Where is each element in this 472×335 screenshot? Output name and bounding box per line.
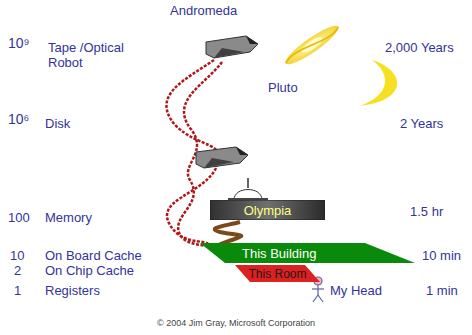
scale-number: 2 xyxy=(14,263,21,278)
space-shuttle xyxy=(206,36,258,58)
building-bar: Olympia xyxy=(210,200,325,220)
time-label: 2 Years xyxy=(400,116,443,131)
place-label: Andromeda xyxy=(170,3,237,18)
scale-number: 10 xyxy=(10,248,24,263)
space-shuttle xyxy=(196,147,248,168)
scale-number: 1 xyxy=(14,283,21,298)
scale-number: 10⁶ xyxy=(8,112,29,127)
storage-level: Disk xyxy=(45,116,70,131)
time-label: 10 min xyxy=(422,248,461,263)
time-label: 2,000 Years xyxy=(385,40,454,55)
place-label: Pluto xyxy=(268,80,298,95)
time-label: 1.5 hr xyxy=(410,204,443,219)
galaxy xyxy=(282,21,342,69)
scale-number: 100 xyxy=(8,210,30,225)
storage-level: On Chip Cache xyxy=(45,263,134,278)
node-text: This Building xyxy=(242,246,316,261)
room-plane: This Room xyxy=(235,265,320,282)
storage-level: Memory xyxy=(45,210,92,225)
storage-level: Tape /Optical Robot xyxy=(48,40,138,70)
building-dome xyxy=(228,178,268,201)
scale-number: 10⁹ xyxy=(8,36,30,51)
node-text: This Room xyxy=(248,267,306,281)
time-label: 1 min xyxy=(426,283,458,298)
node-text: Olympia xyxy=(244,203,292,218)
storage-level: Registers xyxy=(45,283,100,298)
pluto-crescent xyxy=(360,60,397,106)
storage-level: On Board Cache xyxy=(45,248,142,263)
building-plane: This Building xyxy=(200,243,415,263)
place-label: My Head xyxy=(330,283,382,298)
squiggle xyxy=(215,222,242,246)
copyright-note: © 2004 Jim Gray, Microsoft Corporation xyxy=(157,316,315,331)
